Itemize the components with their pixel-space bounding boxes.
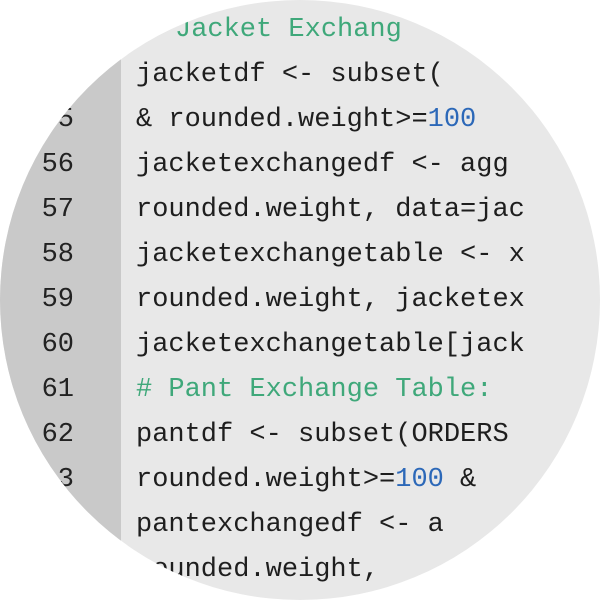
code-line[interactable]: rounded.weight,: [0, 548, 600, 593]
line-number: 5: [57, 105, 74, 135]
line-number: 3: [57, 465, 74, 495]
code-text: jacketexchangetable[jack: [136, 323, 525, 368]
code-line[interactable]: 5 & rounded.weight>=100: [0, 98, 600, 143]
code-line[interactable]: 58 jacketexchangetable <- x: [0, 233, 600, 278]
code-token: jacketdf <- subset(: [136, 60, 444, 90]
code-text: rounded.weight, data=jac: [136, 188, 525, 233]
line-number: 56: [41, 150, 74, 180]
code-text: pantdf <- subset(ORDERS: [136, 413, 509, 458]
code-line[interactable]: Jacket Exchang: [0, 8, 600, 53]
code-text: jacketexchangedf <- agg: [136, 143, 509, 188]
code-token: jacketexchangetable[jack: [136, 330, 525, 360]
line-number: 60: [41, 330, 74, 360]
code-comment: Jacket Exchang: [175, 15, 402, 45]
code-token: &: [443, 465, 477, 495]
line-number: 62: [41, 420, 74, 450]
code-comment: # Pant Exchange Table:: [136, 375, 493, 405]
line-number: 58: [41, 240, 74, 270]
code-token: rounded.weight,: [136, 555, 380, 585]
line-number-gutter: [0, 0, 121, 600]
code-line[interactable]: 56 jacketexchangedf <- agg: [0, 143, 600, 188]
code-line[interactable]: pantexchangedf <- a: [0, 503, 600, 548]
code-line[interactable]: 61 # Pant Exchange Table:: [0, 368, 600, 413]
code-token: jacketexchangetable <- x: [136, 240, 525, 270]
numeric-literal: 100: [395, 465, 444, 495]
code-text: pantexchangedf <- a: [136, 503, 444, 548]
code-line[interactable]: 57 rounded.weight, data=jac: [0, 188, 600, 233]
line-number: 59: [41, 285, 74, 315]
code-text: rounded.weight,: [136, 548, 379, 593]
code-line[interactable]: 59 rounded.weight, jacketex: [0, 278, 600, 323]
code-line[interactable]: 3 rounded.weight>=100 &: [0, 458, 600, 503]
code-token: rounded.weight, data=jac: [136, 195, 525, 225]
code-token: pantexchangedf <- a: [136, 510, 444, 540]
line-number: 57: [41, 195, 74, 225]
code-token: jacketexchangedf <- agg: [136, 150, 509, 180]
code-token: rounded.weight, jacketex: [136, 285, 525, 315]
code-text: rounded.weight>=100 &: [136, 458, 476, 503]
code-line[interactable]: 62 pantdf <- subset(ORDERS: [0, 413, 600, 458]
code-line[interactable]: jacketdf <- subset(: [0, 53, 600, 98]
numeric-literal: 100: [427, 105, 477, 135]
code-text: rounded.weight, jacketex: [136, 278, 525, 323]
code-token: rounded.weight>=: [136, 465, 396, 495]
code-text: # Pant Exchange Table:: [136, 368, 492, 413]
code-text: Jacket Exchang: [175, 8, 402, 53]
line-number: 61: [41, 375, 74, 405]
code-text: jacketdf <- subset(: [136, 53, 444, 98]
code-token: & rounded.weight>=: [136, 105, 428, 135]
code-token: pantdf <- subset(ORDERS: [136, 420, 509, 450]
code-text: jacketexchangetable <- x: [136, 233, 525, 278]
code-line[interactable]: 60 jacketexchangetable[jack: [0, 323, 600, 368]
code-text: & rounded.weight>=100: [136, 98, 476, 143]
